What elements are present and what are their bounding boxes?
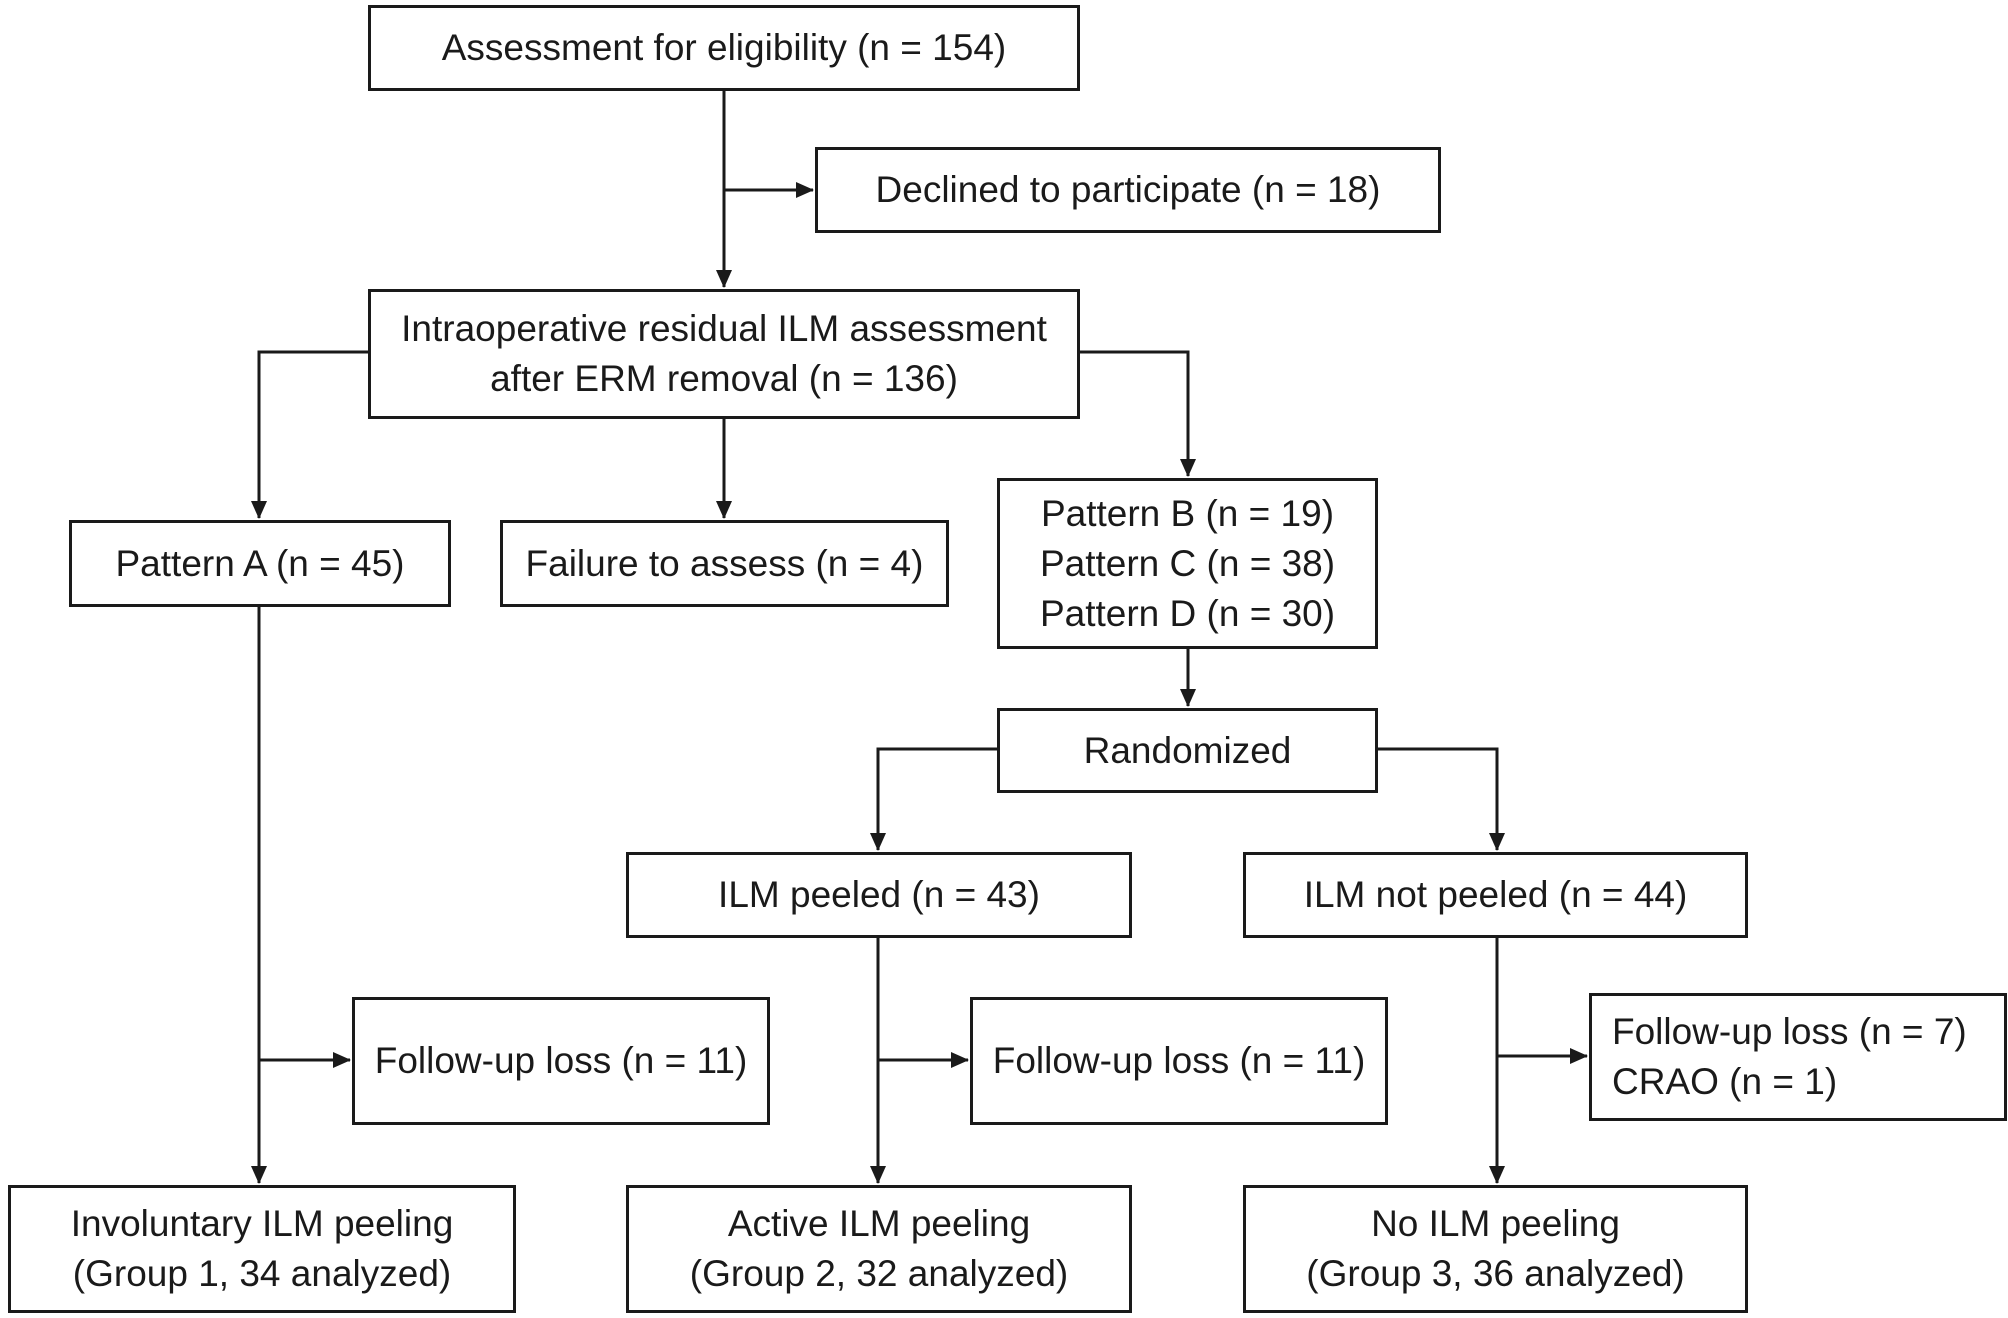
followup-a-label: Follow-up loss (n = 11): [374, 1040, 748, 1081]
randomized-box: Randomized: [997, 708, 1378, 793]
arrow-intraop-to-pattern-a: [251, 350, 368, 519]
group3-label-line-1: No ILM peeling: [1371, 1203, 1620, 1244]
arrow-randomized-to-ilm-not-peeled: [1378, 747, 1505, 851]
ilm-not-peeled-label: ILM not peeled (n = 44): [1303, 874, 1688, 915]
followup-loss-c-box: Follow-up loss (n = 7) CRAO (n = 1): [1589, 993, 2007, 1121]
intraop-assessment-box: Intraoperative residual ILM assessment a…: [368, 289, 1080, 419]
arrow-randomized-to-ilm-peeled: [870, 747, 999, 851]
group2-label-line-2: (Group 2, 32 analyzed): [689, 1253, 1069, 1294]
pattern-c-label: Pattern C (n = 38): [1039, 542, 1336, 584]
followup-loss-b-box: Follow-up loss (n = 11): [970, 997, 1388, 1125]
intraop-label-line-2: after ERM removal (n = 136): [490, 358, 958, 399]
group1-label-line-2: (Group 1, 34 analyzed): [72, 1253, 452, 1294]
failure-to-assess-box: Failure to assess (n = 4): [500, 520, 949, 607]
ilm-peeled-label: ILM peeled (n = 43): [718, 874, 1040, 915]
declined-box: Declined to participate (n = 18): [815, 147, 1441, 233]
group2-label-line-1: Active ILM peeling: [727, 1203, 1031, 1244]
group3-label-line-2: (Group 3, 36 analyzed): [1306, 1253, 1685, 1294]
group3-box: No ILM peeling (Group 3, 36 analyzed): [1243, 1185, 1748, 1313]
ilm-not-peeled-box: ILM not peeled (n = 44): [1243, 852, 1748, 938]
ilm-peeled-box: ILM peeled (n = 43): [626, 852, 1132, 938]
group1-label-line-1: Involuntary ILM peeling: [70, 1203, 454, 1244]
followup-b-label: Follow-up loss (n = 11): [992, 1040, 1366, 1081]
intraop-label-line-1: Intraoperative residual ILM assessment: [401, 308, 1047, 349]
pattern-a-label: Pattern A (n = 45): [115, 542, 405, 584]
failure-label: Failure to assess (n = 4): [525, 542, 924, 584]
pattern-a-box: Pattern A (n = 45): [69, 520, 451, 607]
declined-label: Declined to participate (n = 18): [875, 169, 1381, 210]
patterns-bcd-box: Pattern B (n = 19) Pattern C (n = 38) Pa…: [997, 478, 1378, 649]
pattern-b-label: Pattern B (n = 19): [1040, 492, 1335, 534]
randomized-label: Randomized: [1083, 729, 1292, 771]
group2-box: Active ILM peeling (Group 2, 32 analyzed…: [626, 1185, 1132, 1313]
arrow-intraop-to-patterns-bcd: [1080, 350, 1196, 477]
pattern-d-label: Pattern D (n = 30): [1039, 592, 1336, 634]
eligibility-box: Assessment for eligibility (n = 154): [368, 5, 1080, 91]
followup-c-label: Follow-up loss (n = 7): [1612, 1011, 1967, 1052]
eligibility-label: Assessment for eligibility (n = 154): [441, 27, 1007, 68]
followup-loss-a-box: Follow-up loss (n = 11): [352, 997, 770, 1125]
crao-label: CRAO (n = 1): [1612, 1061, 1838, 1102]
group1-box: Involuntary ILM peeling (Group 1, 34 ana…: [8, 1185, 516, 1313]
